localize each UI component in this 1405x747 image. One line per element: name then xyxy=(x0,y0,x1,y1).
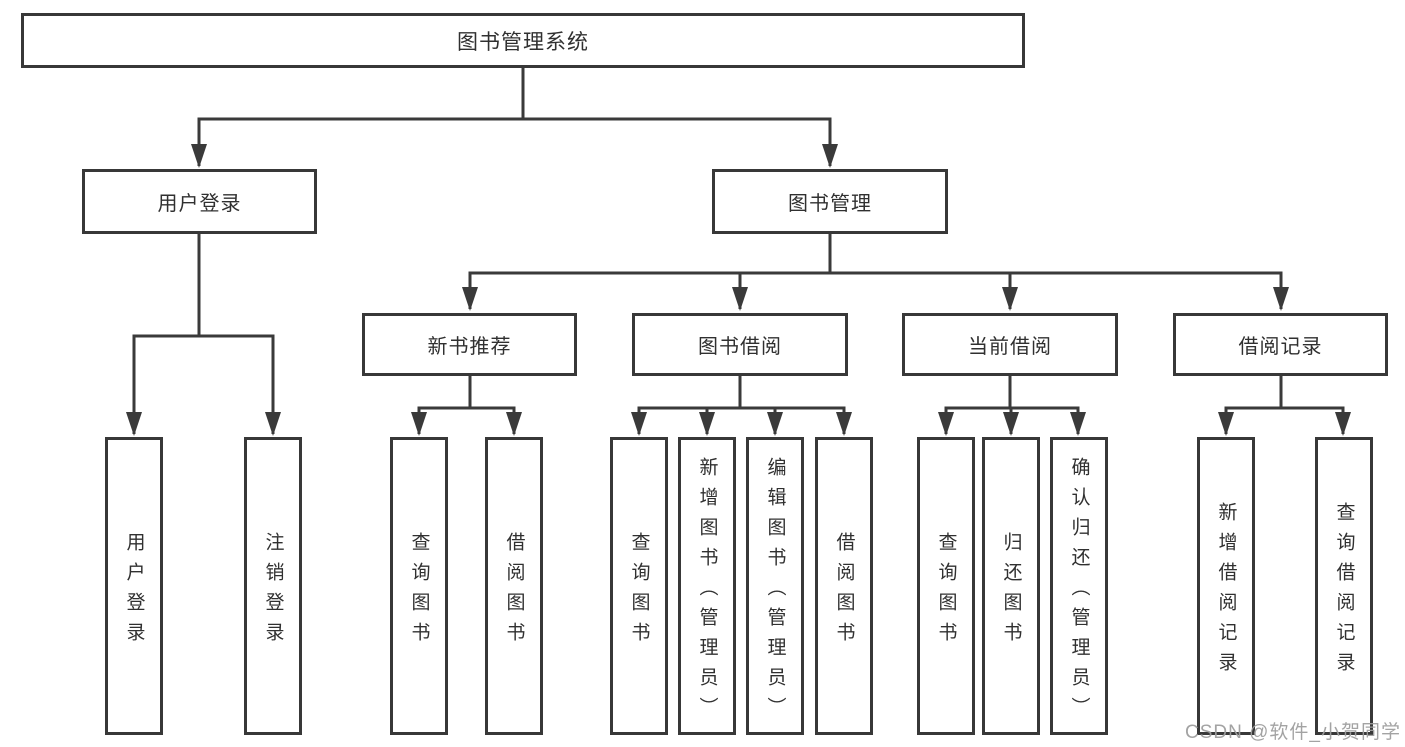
leaf-label: 注销登录 xyxy=(262,531,284,652)
leaf-query-books-borrow: 查询图书 xyxy=(610,437,668,735)
leaf-borrow-books-recommend: 借阅图书 xyxy=(485,437,543,735)
leaf-label: 归还图书 xyxy=(1000,531,1022,652)
leaf-label: 查询借阅记录 xyxy=(1333,501,1355,682)
leaf-label: 查询图书 xyxy=(408,531,430,652)
leaf-query-borrow-record: 查询借阅记录 xyxy=(1315,437,1373,735)
leaf-label: 查询图书 xyxy=(935,531,957,652)
leaf-label: 借阅图书 xyxy=(503,531,525,652)
leaf-query-books-recommend: 查询图书 xyxy=(390,437,448,735)
leaf-label: 编辑图书（管理员） xyxy=(764,456,786,727)
leaf-label: 新增借阅记录 xyxy=(1215,501,1237,682)
leaf-borrow-books: 借阅图书 xyxy=(815,437,873,735)
node-book-borrow: 图书借阅 xyxy=(632,313,848,376)
leaf-add-books-admin: 新增图书（管理员） xyxy=(678,437,736,735)
node-label: 新书推荐 xyxy=(427,336,512,358)
node-new-book-recommend: 新书推荐 xyxy=(362,313,577,376)
node-label: 借阅记录 xyxy=(1238,336,1323,358)
node-current-borrow: 当前借阅 xyxy=(902,313,1118,376)
node-library-system: 图书管理系统 xyxy=(21,13,1025,68)
csdn-watermark: CSDN @软件_小贺同学 xyxy=(1185,722,1401,743)
leaf-label: 查询图书 xyxy=(628,531,650,652)
arrowheads xyxy=(126,144,1351,436)
node-user-login: 用户登录 xyxy=(82,169,317,234)
leaf-edit-books-admin: 编辑图书（管理员） xyxy=(746,437,804,735)
leaf-label: 用户登录 xyxy=(123,531,145,652)
node-label: 图书管理系统 xyxy=(457,30,589,54)
leaf-label: 新增图书（管理员） xyxy=(696,456,718,727)
node-borrow-records: 借阅记录 xyxy=(1173,313,1388,376)
leaf-return-books: 归还图书 xyxy=(982,437,1040,735)
leaf-confirm-return-admin: 确认归还（管理员） xyxy=(1050,437,1108,735)
node-book-management: 图书管理 xyxy=(712,169,948,234)
leaf-query-books-current: 查询图书 xyxy=(917,437,975,735)
node-label: 当前借阅 xyxy=(968,336,1052,358)
leaf-label: 借阅图书 xyxy=(833,531,855,652)
leaf-logout: 注销登录 xyxy=(244,437,302,735)
leaf-add-borrow-record: 新增借阅记录 xyxy=(1197,437,1255,735)
leaf-label: 确认归还（管理员） xyxy=(1068,456,1090,727)
node-label: 图书借阅 xyxy=(698,336,782,358)
leaf-user-login: 用户登录 xyxy=(105,437,163,735)
node-label: 用户登录 xyxy=(157,193,242,215)
node-label: 图书管理 xyxy=(788,193,872,215)
